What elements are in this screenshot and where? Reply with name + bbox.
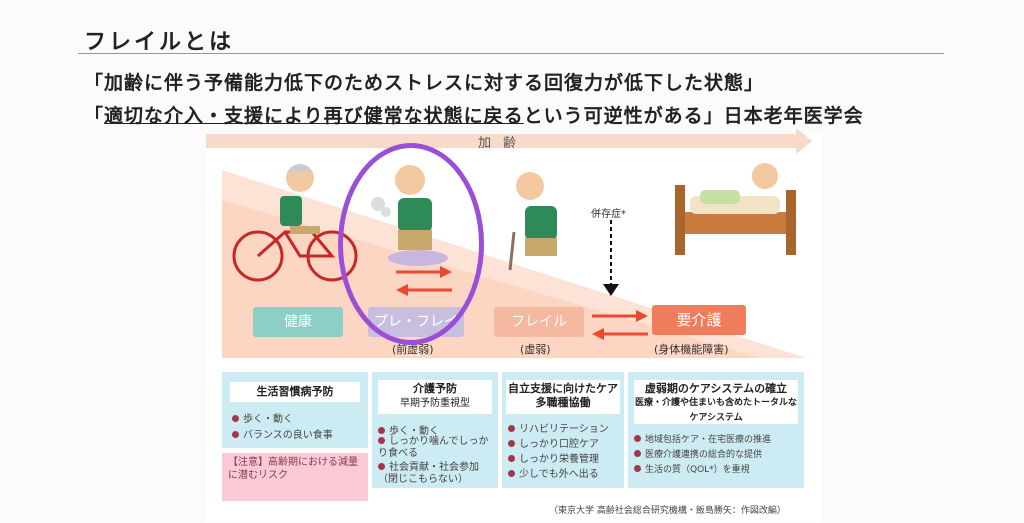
list-item: 社会貢献・社会参加（閉じこもらない） bbox=[378, 462, 479, 485]
frail-elderly-illustration bbox=[508, 172, 557, 271]
box-care-system-title: 虚弱期のケアシステムの確立医療・介護や住まいも含めたトータルなケアシステム bbox=[634, 380, 798, 424]
comorbidity-label: 併存症* bbox=[591, 209, 626, 220]
box-care-system: 虚弱期のケアシステムの確立医療・介護や住まいも含めたトータルなケアシステム 地域… bbox=[628, 372, 804, 488]
stage-healthy: 健康 bbox=[253, 307, 343, 337]
list-item: 地域包括ケア・在宅医療の推進 bbox=[634, 432, 771, 445]
definition-line-2: 「適切な介入・支援により再び健常な状態に戻るという可逆性がある」日本老年医学会 bbox=[84, 101, 864, 128]
aging-label: 加齢 bbox=[478, 136, 529, 151]
bed-illustration bbox=[675, 163, 796, 255]
definition-rest: という可逆性がある」日本老年医学会 bbox=[523, 105, 864, 127]
definition-open: 「 bbox=[84, 105, 105, 127]
page-heading: フレイルとは bbox=[84, 30, 235, 55]
list-item: バランスの良い食事 bbox=[232, 426, 333, 441]
frail-care-arrows bbox=[592, 310, 648, 340]
box-independence: 自立支援に向けたケア多職種協働 リハビリテーション しっかり口腔ケア しっかり栄… bbox=[502, 372, 624, 488]
weight-loss-note: 【注意】高齢期における減量に潜むリスク bbox=[222, 453, 368, 501]
list-item: しっかり栄養管理 bbox=[508, 450, 599, 465]
list-item: しっかり口腔ケア bbox=[508, 435, 599, 450]
aging-arrowhead bbox=[796, 128, 812, 154]
box-prevention-title: 介護予防早期予防重視型 bbox=[378, 380, 492, 414]
stage-frail: フレイル bbox=[494, 307, 584, 337]
definition-line-1: 「加齢に伴う予備能力低下のためストレスに対する回復力が低下した状態」 bbox=[84, 72, 765, 94]
box-independence-title: 自立支援に向けたケア多職種協働 bbox=[506, 380, 620, 414]
list-item: 生活の質（QOL*）を重視 bbox=[634, 462, 750, 475]
list-item: 歩く・動く bbox=[378, 422, 439, 437]
list-item: 少しでも外へ出る bbox=[508, 465, 599, 480]
stage-care-sub: (身体機能障害) bbox=[654, 343, 729, 356]
box-lifestyle: 生活習慣病予防 歩く・動く バランスの良い食事 bbox=[222, 372, 368, 448]
definition-underlined: 適切な介入・支援により再び健常な状態に戻る bbox=[104, 105, 524, 127]
list-item: 医療介護連携の総合的な提供 bbox=[634, 447, 762, 460]
aging-bar bbox=[206, 134, 796, 148]
stage-care: 要介護 bbox=[652, 305, 746, 335]
stage-prefrail-sub: (前虚弱) bbox=[392, 343, 434, 356]
box-prevention: 介護予防早期予防重視型 歩く・動く しっかり噛んでしっかり食べる 社会貢献・社会… bbox=[372, 372, 498, 488]
list-item: 歩く・動く bbox=[232, 410, 293, 425]
stage-frail-sub: (虚弱) bbox=[520, 343, 551, 356]
prefrail-highlight-ellipse bbox=[338, 143, 484, 345]
list-item: リハビリテーション bbox=[508, 420, 609, 435]
heading-divider bbox=[78, 53, 944, 54]
box-lifestyle-title: 生活習慣病予防 bbox=[230, 382, 360, 402]
source-citation: （東京大学 高齢社会総合研究機構・飯島勝矢：作図改編） bbox=[549, 506, 786, 516]
list-item: しっかり噛んでしっかり食べる bbox=[378, 436, 489, 459]
